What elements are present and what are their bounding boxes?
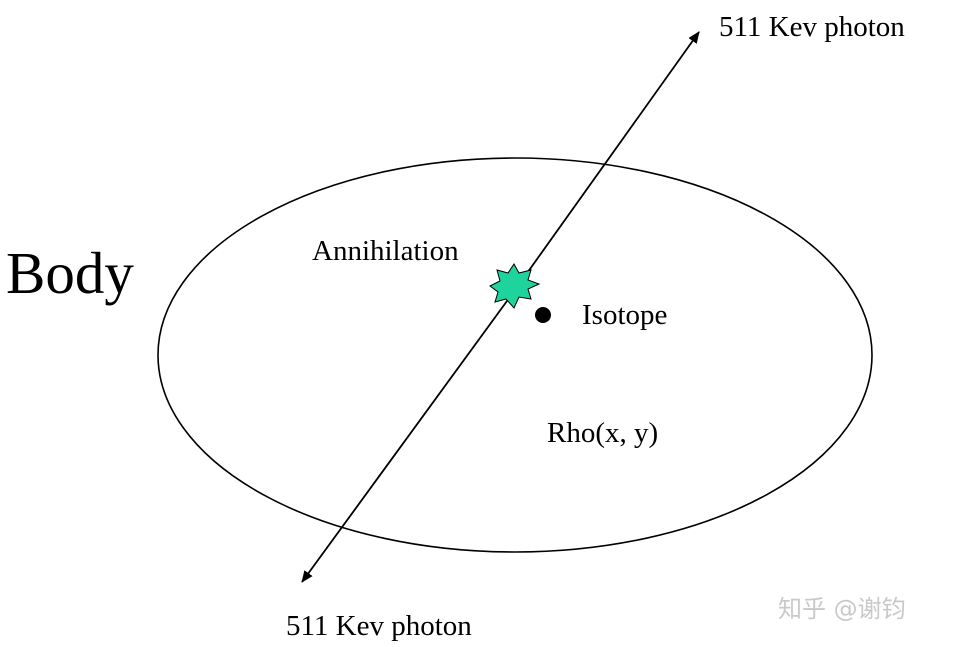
photon-line-lower — [301, 289, 516, 583]
rho-label: Rho(x, y) — [547, 417, 658, 449]
watermark: 知乎 @谢钧 — [778, 595, 906, 623]
photon-top-label: 511 Kev photon — [719, 11, 905, 43]
annihilation-label: Annihilation — [312, 235, 459, 267]
isotope-label: Isotope — [582, 299, 667, 331]
body-outline — [157, 157, 873, 553]
annihilation-burst-icon — [489, 263, 541, 309]
photon-bottom-label: 511 Kev photon — [286, 610, 472, 642]
isotope-dot — [535, 307, 551, 323]
photon-line-upper — [514, 31, 700, 291]
body-label: Body — [6, 240, 134, 306]
